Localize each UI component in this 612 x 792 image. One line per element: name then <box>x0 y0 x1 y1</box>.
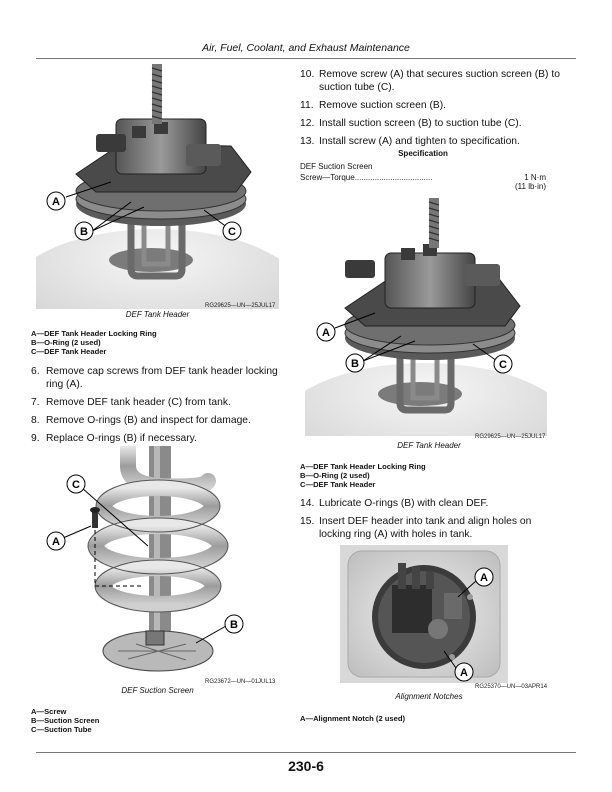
svg-text:C: C <box>499 359 507 371</box>
callout-b: B <box>345 353 365 373</box>
specification-item: DEF Suction Screen <box>300 162 373 171</box>
def-suction-screen-illustration: C A B <box>36 446 279 682</box>
svg-text:A: A <box>460 667 468 679</box>
step-item: 10.Remove screw (A) that secures suction… <box>300 69 560 93</box>
callout-a: A <box>46 531 66 551</box>
procedure-steps-right-top: 10.Remove screw (A) that secures suction… <box>300 68 560 153</box>
callout-b: B <box>224 614 244 634</box>
running-header: Air, Fuel, Coolant, and Exhaust Maintena… <box>202 42 410 54</box>
specification-value-alt: (11 lb·in) <box>515 182 546 191</box>
specification-label: Screw—Torque <box>300 173 355 182</box>
step-item: 13.Install screw (A) and tighten to spec… <box>300 136 520 147</box>
svg-text:A: A <box>322 327 330 339</box>
callout-a: A <box>46 191 66 211</box>
figure-code: RG29625—UN—25JUL17 <box>475 434 546 440</box>
svg-text:B: B <box>230 619 238 631</box>
specification-value: 1 N·m <box>524 173 546 182</box>
callout-b: B <box>74 221 94 241</box>
callout-c: C <box>222 221 242 241</box>
callout-a: A <box>316 322 336 342</box>
figure-legend: A—DEF Tank Header Locking Ring B—O-Ring … <box>31 329 157 357</box>
step-item: 15.Insert DEF header into tank and align… <box>300 516 532 540</box>
svg-text:A: A <box>52 536 60 548</box>
specification-title: Specification <box>398 149 448 158</box>
legend-item: A—Screw <box>31 707 67 716</box>
procedure-steps-left: 6.Remove cap screws from DEF tank header… <box>31 365 281 450</box>
step-item: 9.Replace O-rings (B) if necessary. <box>31 433 197 444</box>
step-item: 6.Remove cap screws from DEF tank header… <box>31 366 278 390</box>
figure-code: RG25370—UN—03APR14 <box>475 684 548 690</box>
step-item: 11.Remove suction screen (B). <box>300 100 447 111</box>
figure-caption: DEF Tank Header <box>125 310 190 319</box>
svg-text:A: A <box>52 196 60 208</box>
svg-text:B: B <box>80 226 88 238</box>
def-tank-header-illustration: A B C <box>36 64 279 309</box>
step-item: 14.Lubricate O-rings (B) with clean DEF. <box>300 498 489 509</box>
figure-code: RG29625—UN—25JUL17 <box>205 303 276 309</box>
legend-item: A—DEF Tank Header Locking Ring <box>300 462 426 471</box>
callout-c: C <box>493 354 513 374</box>
svg-text:A: A <box>480 572 488 584</box>
leader-dots: ................................... <box>354 173 433 182</box>
footer-rule <box>36 752 576 753</box>
page-number: 230-6 <box>288 758 324 774</box>
svg-text:C: C <box>228 226 236 238</box>
legend-item: B—O-Ring (2 used) <box>300 471 370 481</box>
legend-item: B—O-Ring (2 used) <box>31 338 101 348</box>
figure-legend: A—Screw B—Suction Screen C—Suction Tube <box>31 707 99 735</box>
figure-caption: Alignment Notches <box>395 692 463 701</box>
figure-code: RG23672—UN—01JUL13 <box>205 679 276 685</box>
step-item: 12.Install suction screen (B) to suction… <box>300 118 522 129</box>
legend-item: A—Alignment Notch (2 used) <box>300 714 406 723</box>
specification-row: Screw—Torque............................… <box>300 173 546 182</box>
legend-item: C—DEF Tank Header <box>31 347 107 357</box>
alignment-notches-photo: A A <box>340 545 508 683</box>
legend-item: C—DEF Tank Header <box>300 480 376 490</box>
figure-legend: A—Alignment Notch (2 used) <box>300 714 405 723</box>
def-tank-header-illustration: A B C <box>305 198 547 436</box>
procedure-steps-right-bottom: 14.Lubricate O-rings (B) with clean DEF.… <box>300 497 550 546</box>
figure-legend: A—DEF Tank Header Locking Ring B—O-Ring … <box>300 462 426 490</box>
legend-item: A—DEF Tank Header Locking Ring <box>31 329 157 338</box>
figure-caption: DEF Suction Screen <box>121 686 194 695</box>
callout-c: C <box>66 474 86 494</box>
figure-caption: DEF Tank Header <box>397 441 461 450</box>
header-rule <box>36 58 576 59</box>
svg-text:C: C <box>72 479 80 491</box>
step-item: 8.Remove O-rings (B) and inspect for dam… <box>31 415 251 426</box>
legend-item: B—Suction Screen <box>31 716 100 726</box>
legend-item: C—Suction Tube <box>31 725 92 735</box>
step-item: 7.Remove DEF tank header (C) from tank. <box>31 397 231 408</box>
svg-text:B: B <box>351 358 359 370</box>
callout-a-top: A <box>474 567 494 587</box>
callout-a-bottom: A <box>454 662 474 682</box>
